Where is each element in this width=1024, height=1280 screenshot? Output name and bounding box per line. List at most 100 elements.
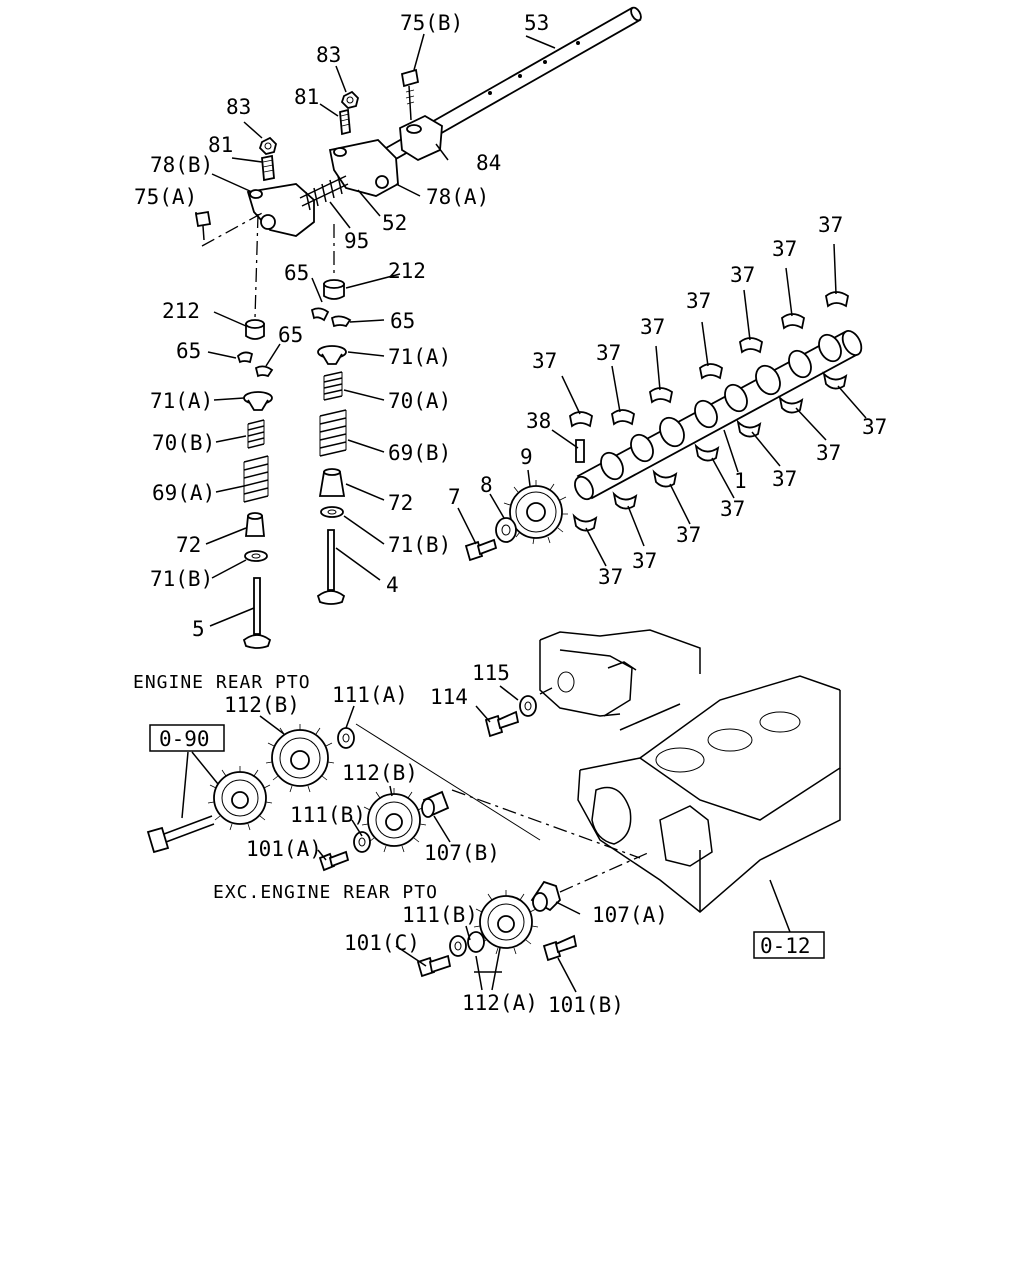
label-37: 37: [598, 565, 623, 589]
retainer-71a-left: [243, 391, 273, 411]
spring-70a: [323, 371, 343, 401]
spring-69a: [243, 455, 269, 503]
rocker-arm-78a: [328, 139, 399, 197]
label-114: 114: [430, 685, 468, 709]
camshaft-gear-9: [503, 480, 568, 545]
ref-box-0-12: [753, 931, 825, 959]
ref-box-0-90: [149, 724, 225, 752]
bolt-101b: [542, 934, 578, 962]
bearings-37-upper: [569, 291, 850, 428]
label-95: 95: [344, 229, 369, 253]
label-37: 37: [640, 315, 665, 339]
section-title-exc-engine-rear-pto: EXC.ENGINE REAR PTO: [213, 882, 438, 903]
adjusting-screw-81: [261, 108, 351, 182]
washer-111a: [337, 727, 355, 749]
dowel-pin-38: [575, 439, 585, 463]
label-9: 9: [520, 445, 533, 469]
label-101b: 101(B): [548, 993, 624, 1017]
label-37: 37: [862, 415, 887, 439]
label-37: 37: [772, 237, 797, 261]
engine-block: [539, 629, 841, 913]
bolt-75a: [194, 210, 212, 241]
label-112b-upper: 112(B): [224, 693, 300, 717]
label-107b: 107(B): [424, 841, 500, 865]
label-38: 38: [526, 409, 551, 433]
label-81-upper: 81: [294, 85, 319, 109]
label-52: 52: [382, 211, 407, 235]
label-37: 37: [772, 467, 797, 491]
label-72-left: 72: [176, 533, 201, 557]
label-107a: 107(A): [592, 903, 668, 927]
seal-72-left: [245, 512, 265, 537]
label-71b-center: 71(B): [388, 533, 451, 557]
bolt-114: [484, 710, 520, 738]
bearings-37-lower: [572, 371, 848, 532]
washer-115: [519, 695, 537, 717]
washer-111b-upper: [353, 831, 371, 853]
label-1: 1: [734, 469, 747, 493]
label-65-center-right: 65: [390, 309, 415, 333]
gear-112b-lower: [361, 788, 427, 853]
shaft-107b: [421, 790, 450, 818]
label-70b: 70(B): [152, 431, 215, 455]
ref-label-0-12: 0-12: [760, 934, 811, 958]
spring-69b: [319, 409, 347, 457]
label-111b-lower: 111(B): [402, 903, 478, 927]
bolt-101c: [416, 954, 452, 978]
label-8: 8: [480, 473, 493, 497]
label-75a: 75(A): [134, 185, 197, 209]
cotter-65-left: [236, 351, 274, 378]
label-111a: 111(A): [332, 683, 408, 707]
label-71a-center: 71(A): [388, 345, 451, 369]
label-72-center: 72: [388, 491, 413, 515]
label-7: 7: [448, 485, 461, 509]
label-84: 84: [476, 151, 501, 175]
label-37: 37: [632, 549, 657, 573]
label-69a: 69(A): [152, 481, 215, 505]
label-37: 37: [676, 523, 701, 547]
label-37: 37: [816, 441, 841, 465]
seal-72-center: [318, 468, 346, 497]
label-65-left-right: 65: [278, 323, 303, 347]
label-83-upper: 83: [316, 43, 341, 67]
label-37: 37: [686, 289, 711, 313]
label-112a: 112(A): [462, 991, 538, 1015]
cap-212-center: [323, 279, 345, 300]
label-115: 115: [472, 661, 510, 685]
bolt-7: [464, 538, 498, 562]
gear-112b-upper: [265, 724, 335, 793]
label-37: 37: [730, 263, 755, 287]
valve-5: [242, 577, 272, 649]
valve-4: [316, 529, 346, 605]
label-5: 5: [192, 617, 205, 641]
camshaft-1: [574, 330, 863, 501]
ref-box-0-90-leaders: [181, 751, 219, 819]
retainer-71a-center: [317, 345, 347, 365]
label-37: 37: [818, 213, 843, 237]
label-71b-left: 71(B): [150, 567, 213, 591]
rocker-arm-78b: [246, 183, 315, 237]
label-111b-upper: 111(B): [290, 803, 366, 827]
cap-212-left: [245, 319, 265, 340]
leader-lines: [195, 33, 867, 993]
label-212-left: 212: [162, 299, 200, 323]
label-37: 37: [532, 349, 557, 373]
label-78a: 78(A): [426, 185, 489, 209]
rocker-bracket-84: [399, 114, 443, 162]
label-4: 4: [386, 573, 399, 597]
label-53: 53: [524, 11, 549, 35]
section-title-engine-rear-pto: ENGINE REAR PTO: [133, 672, 311, 693]
label-75b: 75(B): [400, 11, 463, 35]
label-37: 37: [720, 497, 745, 521]
spring-95: [299, 175, 349, 211]
washer-71b-center: [320, 506, 344, 518]
label-101c: 101(C): [344, 931, 420, 955]
washer-71b-left: [244, 550, 268, 562]
bolt-101a: [318, 850, 350, 872]
label-69b: 69(B): [388, 441, 451, 465]
label-37: 37: [596, 341, 621, 365]
nut-83: [258, 90, 359, 155]
label-65-center-top: 65: [284, 261, 309, 285]
spring-70b: [247, 419, 265, 449]
